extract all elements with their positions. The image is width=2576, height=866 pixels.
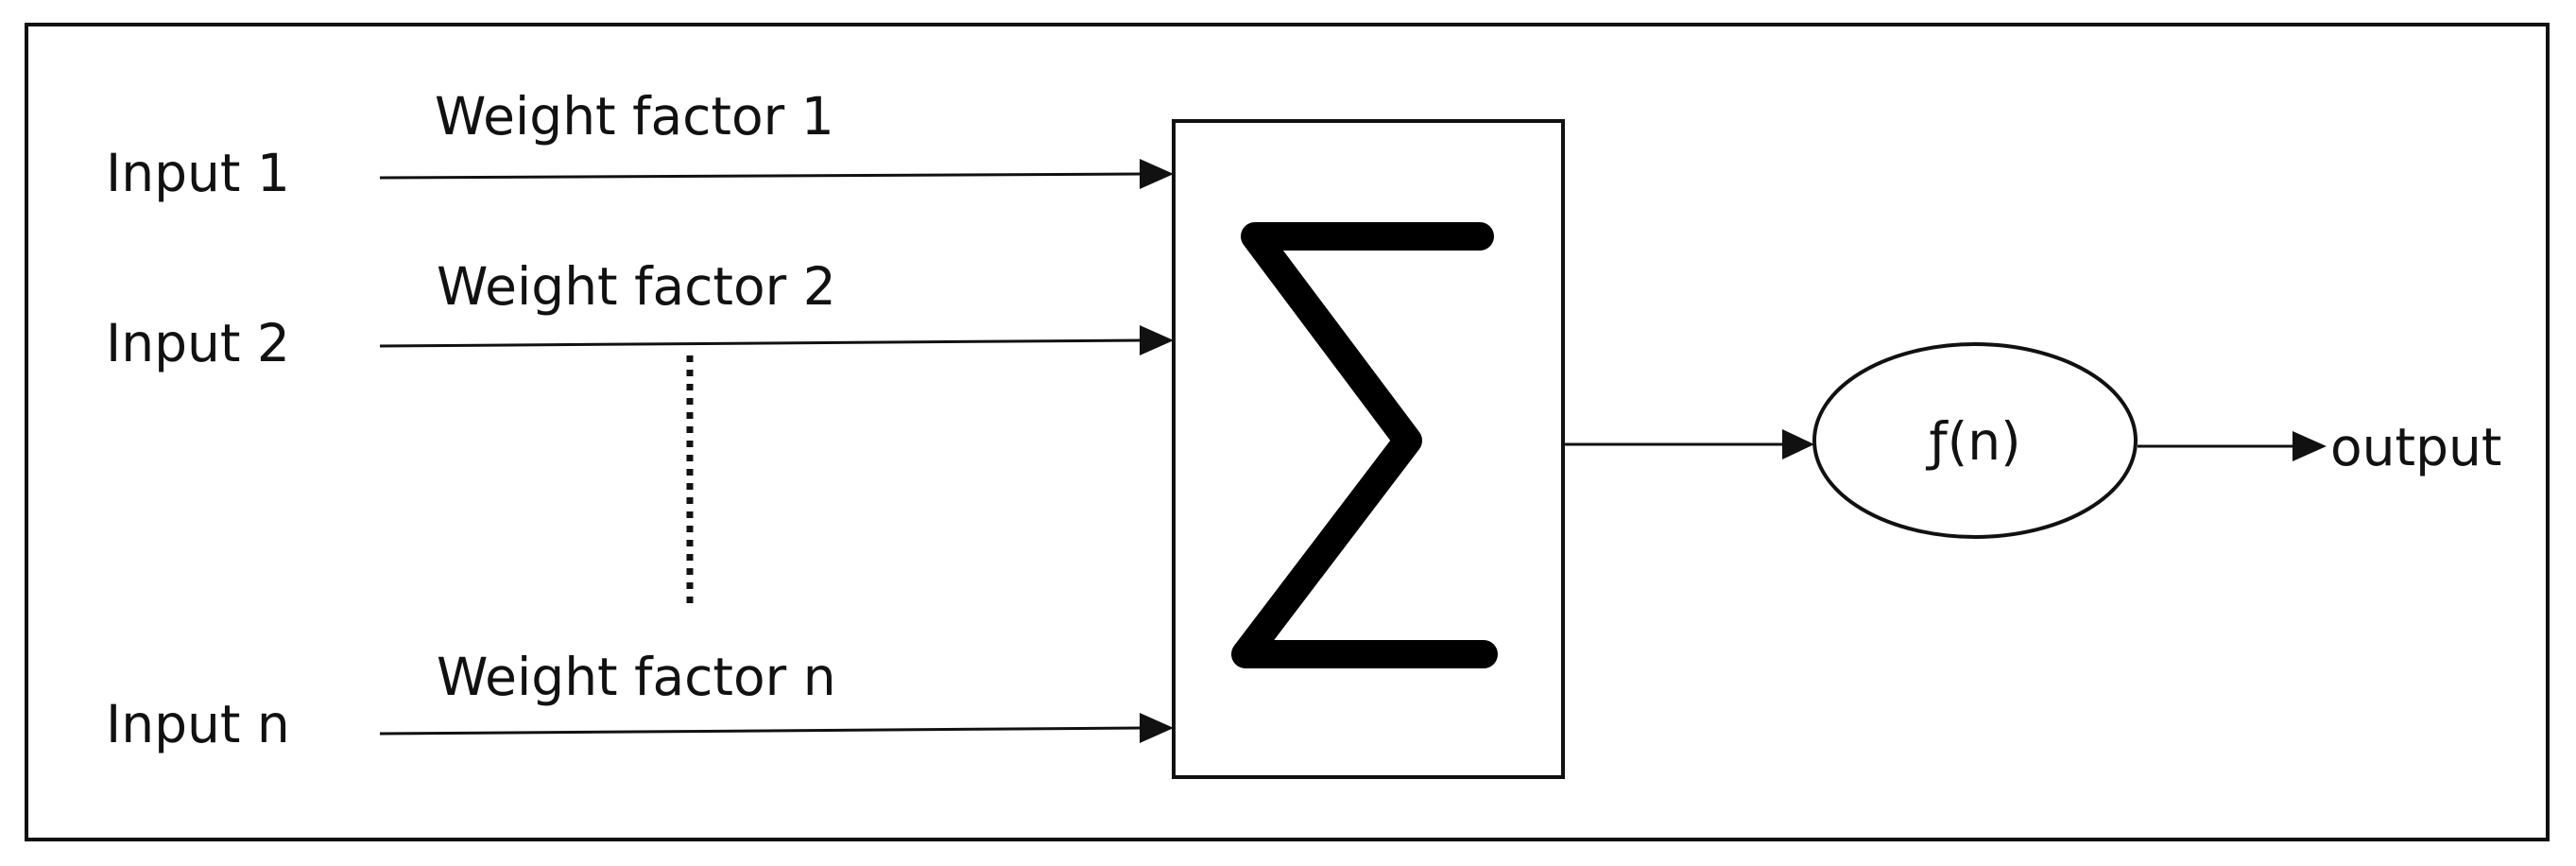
summation-box <box>1172 119 1565 779</box>
activation-function-node <box>1812 342 2138 539</box>
sigma-icon <box>1231 222 1498 668</box>
input-n-label: Input n <box>106 694 290 754</box>
input-2-label: Input 2 <box>106 313 290 373</box>
input-1-connection <box>379 172 1142 180</box>
output-arrowhead <box>2293 431 2327 461</box>
input-1-label: Input 1 <box>106 143 290 203</box>
input-2-arrowhead <box>1140 325 1174 355</box>
input-2-connection <box>379 338 1142 348</box>
weight-factor-1-label: Weight factor 1 <box>435 86 834 147</box>
function-label: ƒ(n) <box>1925 411 2020 472</box>
weight-factor-n-label: Weight factor n <box>437 647 836 707</box>
input-n-arrowhead <box>1140 713 1174 743</box>
sum-to-function-arrowhead <box>1782 429 1814 459</box>
input-n-connection <box>379 726 1142 736</box>
diagram-frame <box>25 23 2550 841</box>
output-label: output <box>2330 417 2501 477</box>
weight-factor-2-label: Weight factor 2 <box>437 256 836 317</box>
input-1-arrowhead <box>1140 159 1174 189</box>
